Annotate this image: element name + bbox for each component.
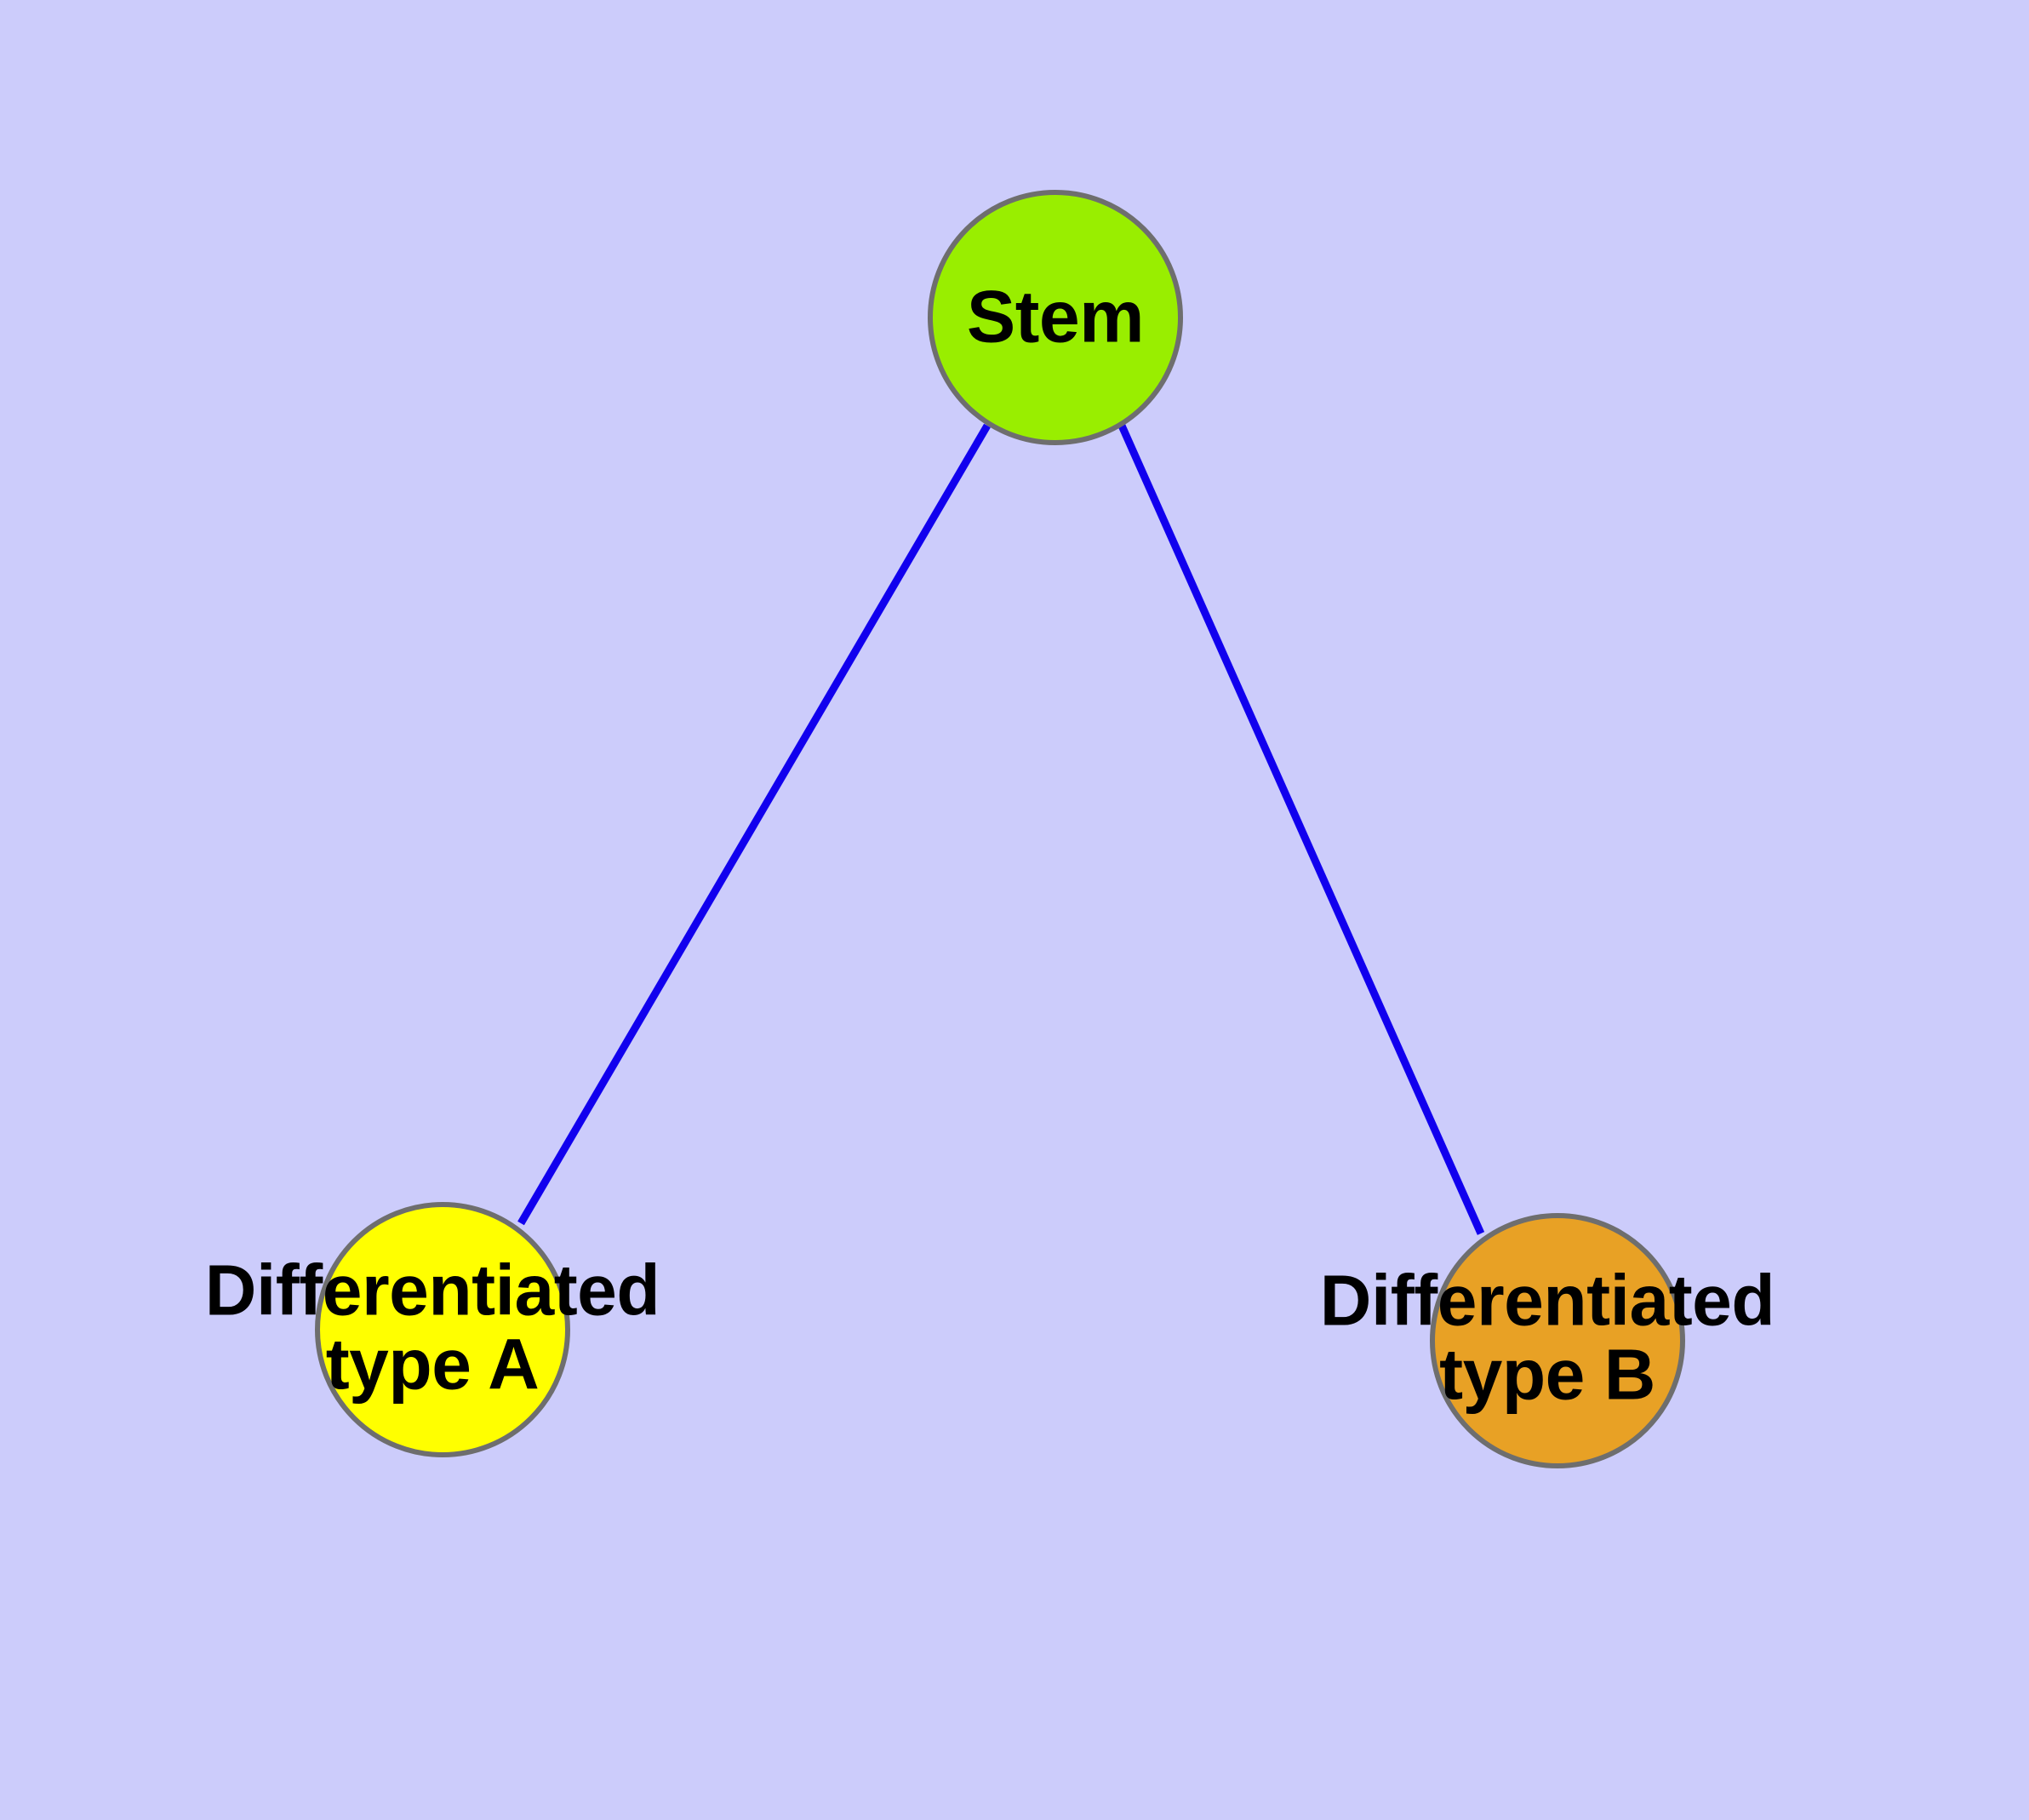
node-differentiated-type-a[interactable] (315, 1202, 570, 1457)
node-stem[interactable] (928, 190, 1183, 445)
edge-stem-to-diff-b[interactable] (1117, 424, 1485, 1235)
node-layer (315, 190, 1685, 1468)
edge-stem-to-diff-a[interactable] (517, 423, 991, 1226)
edge-layer (517, 423, 1485, 1235)
node-differentiated-type-b[interactable] (1430, 1213, 1685, 1468)
